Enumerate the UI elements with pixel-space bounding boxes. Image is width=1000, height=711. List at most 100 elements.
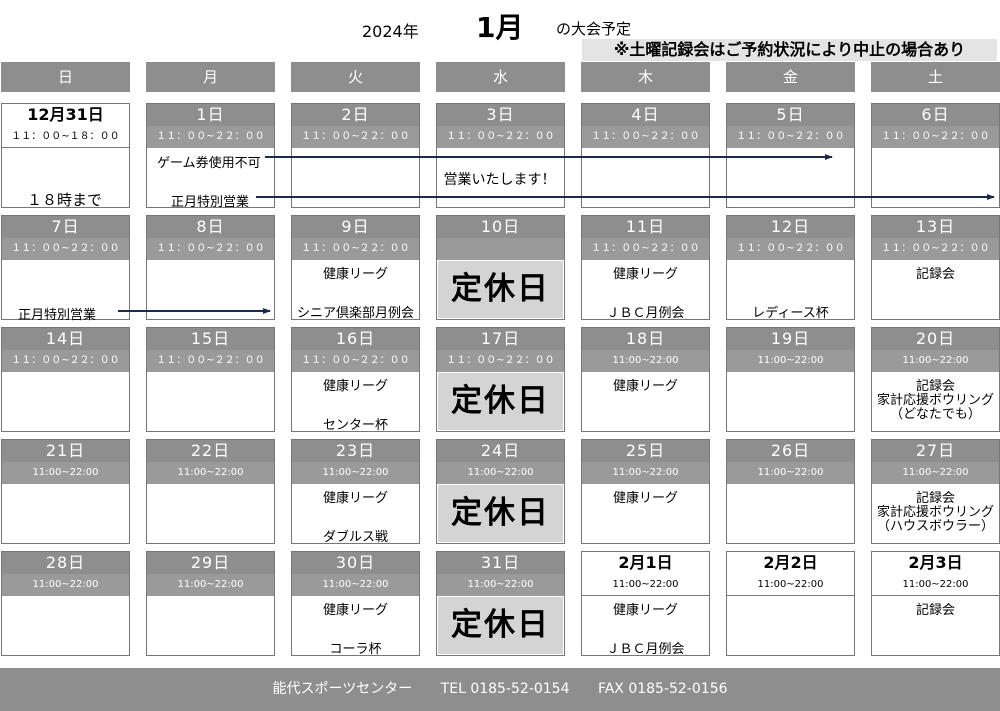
footer-fax: FAX 0185-52-0156 [597, 681, 728, 697]
hours-label: 11:00~22:00 [437, 462, 564, 484]
event-label: 記録会 [915, 379, 955, 394]
closed-day-label: 定休日 [438, 597, 563, 654]
hours-label: １１：００~２２：００ [292, 126, 419, 148]
event-label: 健康リーグ [322, 379, 388, 394]
hours-label: 11:00~22:00 [147, 574, 274, 596]
event-label: ＪＢＣ月例会 [606, 306, 685, 321]
hours-label: １１：００~２２：００ [727, 238, 854, 260]
date-label: 12日 [727, 216, 854, 238]
closed-day-label: 定休日 [438, 373, 563, 430]
date-label: 28日 [2, 552, 129, 574]
notice-banner: ※土曜記録会はご予約状況により中止の場合あり [582, 39, 997, 61]
hours-label: １１：００~２２：００ [2, 238, 129, 260]
hours-label: １１：００~２２：００ [582, 238, 709, 260]
hours-label: １１：００~２２：００ [292, 350, 419, 372]
date-label: 13日 [872, 216, 999, 238]
footer-bar: 能代スポーツセンター TEL 0185-52-0154 FAX 0185-52-… [0, 668, 1000, 711]
hours-label: １１：００~２２：００ [147, 126, 274, 148]
event-label: 家計応援ボウリング [876, 393, 994, 408]
event-label: 記録会 [915, 491, 955, 506]
event-label: ダブルス戦 [322, 530, 388, 545]
event-label: ＪＢＣ月例会 [606, 642, 685, 657]
date-label: 4日 [582, 104, 709, 126]
event-label: コーラ杯 [329, 642, 382, 657]
title-suffix: の大会予定 [556, 20, 632, 38]
hours-label: １１：００~２２：００ [582, 126, 709, 148]
hours-label: 11:00~22:00 [872, 462, 999, 484]
weekday-header: 木 [581, 62, 710, 92]
date-label: 19日 [727, 328, 854, 350]
jan1-note-ticket: ゲーム券使用不可 [157, 152, 261, 171]
hours-label: 11:00~22:00 [582, 350, 709, 372]
date-label: 2日 [292, 104, 419, 126]
date-label: 23日 [292, 440, 419, 462]
hours-label: 11:00~22:00 [727, 462, 854, 484]
date-label: 18日 [582, 328, 709, 350]
date-label: 24日 [437, 440, 564, 462]
event-label: センター杯 [322, 418, 388, 433]
date-label: 30日 [292, 552, 419, 574]
hours-label: １１：００~２２：００ [872, 126, 999, 148]
date-label: 1日 [147, 104, 274, 126]
date-label: 2月3日 [872, 552, 999, 575]
jan3-note: 営業いたします！ [443, 172, 556, 188]
event-label: 健康リーグ [612, 603, 678, 618]
weekday-header: 日 [1, 62, 130, 92]
weekday-header: 月 [146, 62, 275, 92]
hours-label: 11:00~22:00 [872, 574, 999, 596]
event-label: 記録会 [915, 603, 955, 618]
date-label: 26日 [727, 440, 854, 462]
date-label: 21日 [2, 440, 129, 462]
date-label: 22日 [147, 440, 274, 462]
event-label: 記録会 [915, 267, 955, 282]
day-cell: 10日定休日 [436, 215, 565, 320]
date-label: 5日 [727, 104, 854, 126]
title-month: 1月 [476, 11, 524, 44]
event-label: 健康リーグ [612, 379, 678, 394]
hours-label: １１：００~２２：００ [437, 126, 564, 148]
footer-name: 能代スポーツセンター [272, 681, 413, 697]
date-label: 17日 [437, 328, 564, 350]
hours-label: １１：００~２２：００ [147, 350, 274, 372]
hours-label: 11:00~22:00 [727, 574, 854, 596]
hours-label: 11:00~22:00 [2, 462, 129, 484]
event-label: レディース杯 [752, 306, 829, 321]
weekday-header: 土 [871, 62, 1000, 92]
title-year: 2024年 [362, 22, 419, 41]
hours-label: 11:00~22:00 [292, 462, 419, 484]
closed-day-label: 定休日 [438, 485, 563, 542]
jan1-note-special: 正月特別営業 [171, 195, 250, 210]
date-label: 16日 [292, 328, 419, 350]
date-label: 25日 [582, 440, 709, 462]
event-label: （どなたでも） [890, 407, 981, 422]
date-label: 7日 [2, 216, 129, 238]
hours-label: １１：００~２２：００ [292, 238, 419, 260]
date-label: 10日 [437, 216, 564, 238]
hours-label: 11:00~22:00 [727, 350, 854, 372]
hours-label: 11:00~22:00 [872, 350, 999, 372]
event-label: 健康リーグ [322, 491, 388, 506]
